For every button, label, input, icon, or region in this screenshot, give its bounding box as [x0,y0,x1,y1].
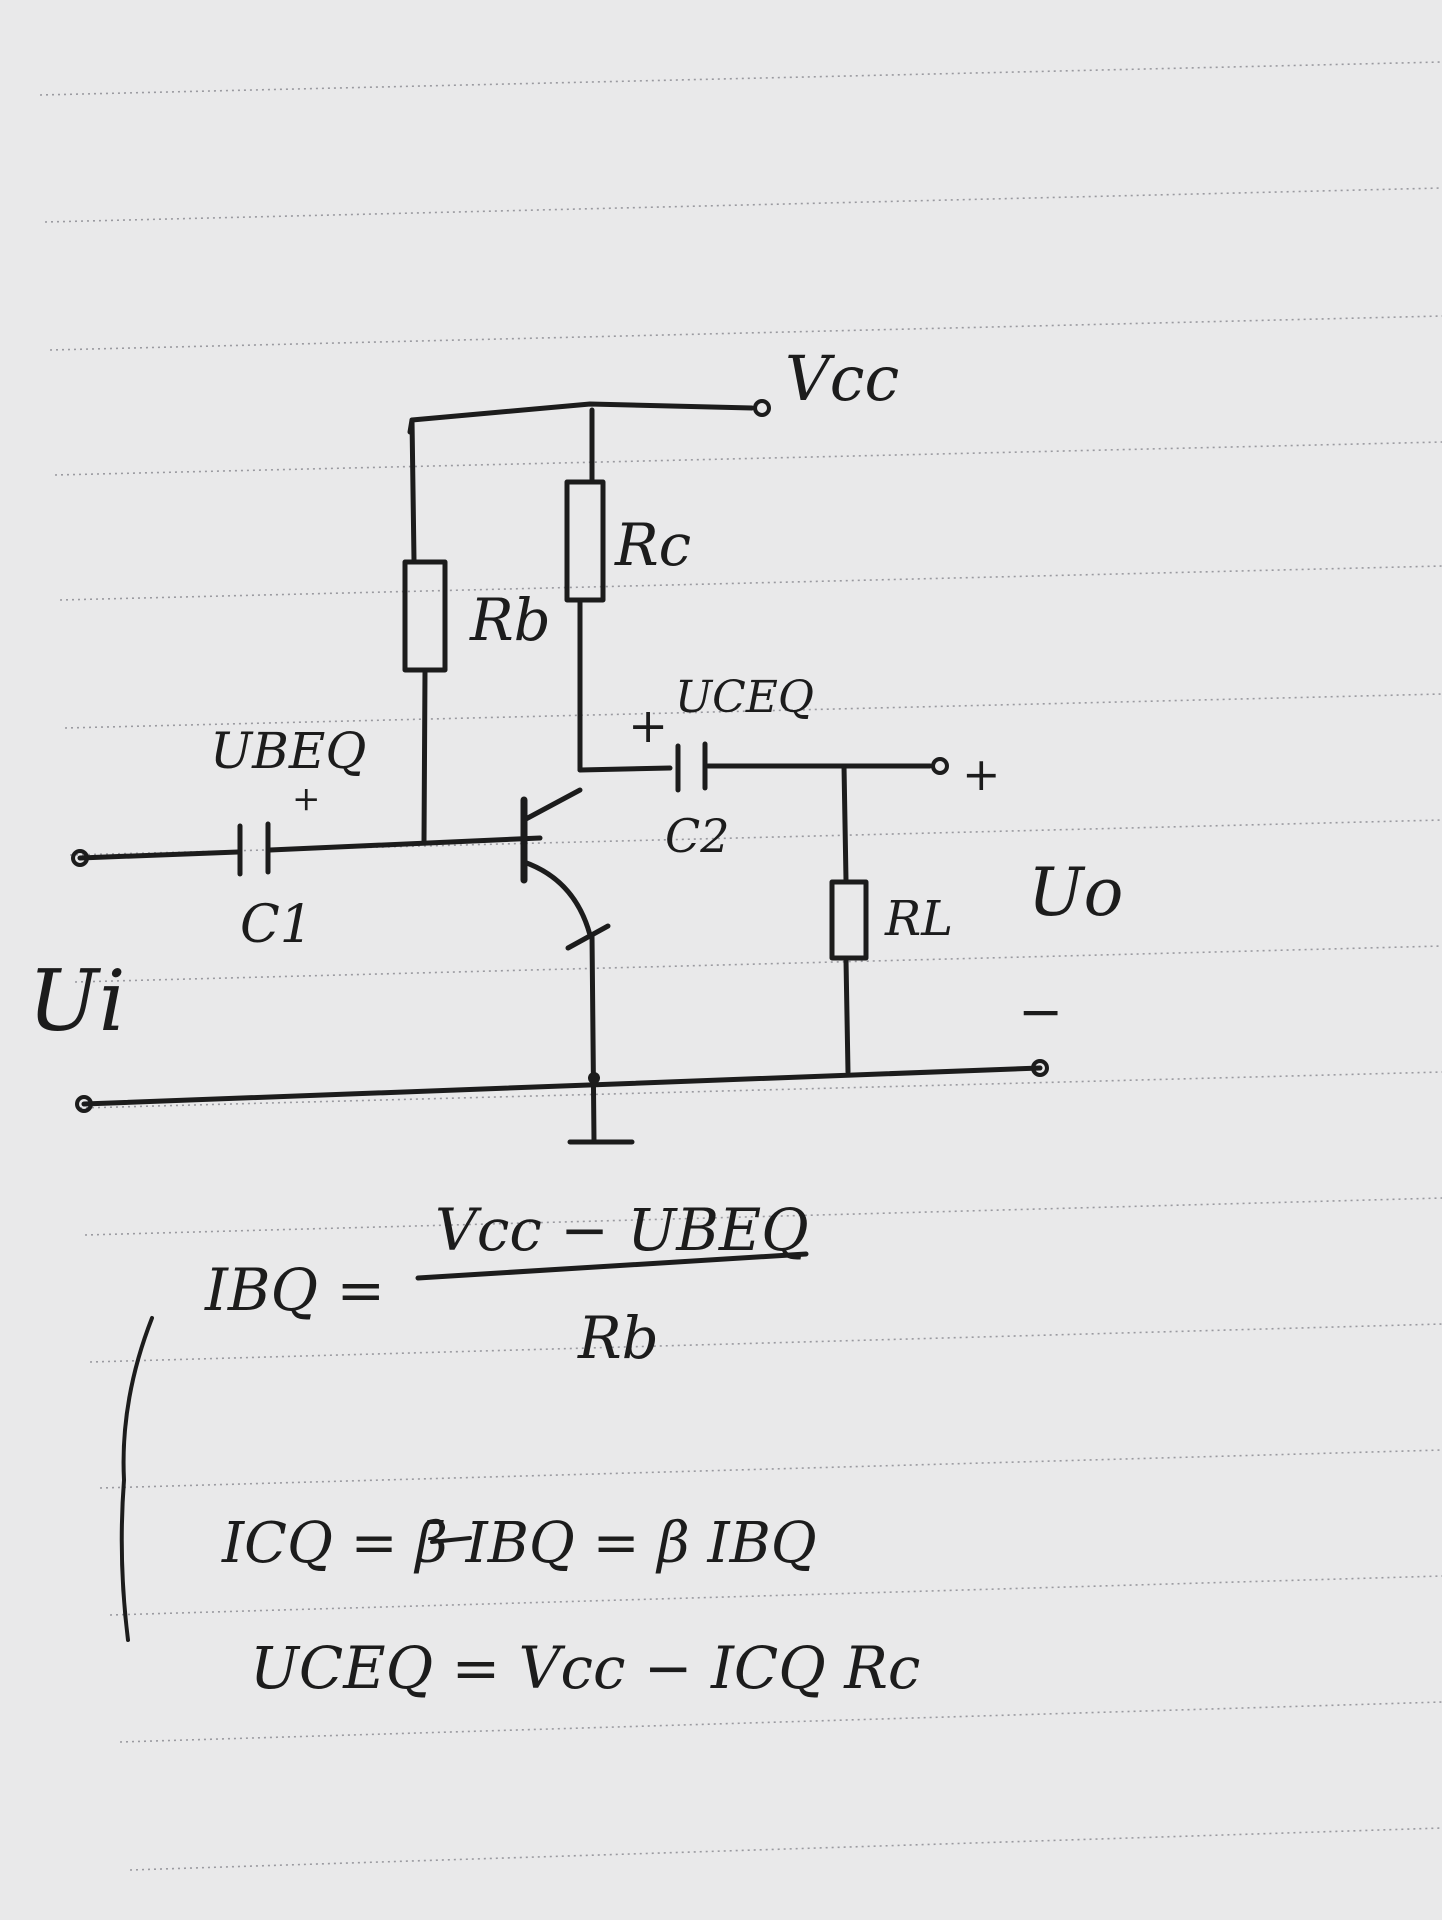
resistor-rb [402,559,448,673]
resistor-rc [564,479,606,603]
c2-plus: + [628,698,668,754]
ui-label: Ui [28,952,126,1050]
output-minus: − [1018,980,1063,1043]
eq-icq: ICQ = β̄ IBQ = β IBQ [221,1511,817,1576]
uo-label: Uo [1028,854,1123,931]
rb-label: Rb [469,586,551,654]
capacitor-c2 [675,741,708,793]
ruled-lines [39,61,1442,1871]
ubeq-label: UBEQ [210,722,366,780]
rc-label: Rc [614,511,691,579]
uceq-label: UCEQ [675,672,814,723]
capacitor-c1 [237,821,271,877]
eq-ibq-numerator: Vcc − UBEQ [435,1196,809,1264]
output-plus: + [962,747,1001,801]
equation-strokes [119,1251,809,1642]
resistor-rl [829,879,869,961]
eq-ibq-lhs: IBQ = [204,1256,385,1324]
eq-ibq-denominator: Rb [577,1304,659,1372]
vcc-label: Vcc [785,342,899,415]
circuit-wires [77,401,1043,1145]
c1-plus: + [292,779,321,819]
eq-uceq: UCEQ = Vcc − ICQ Rc [250,1634,920,1702]
c2-label: C2 [665,809,729,863]
junction-dot [588,1072,600,1084]
terminals [71,399,1049,1113]
rl-label: RL [884,891,953,947]
c1-label: C1 [240,895,313,955]
